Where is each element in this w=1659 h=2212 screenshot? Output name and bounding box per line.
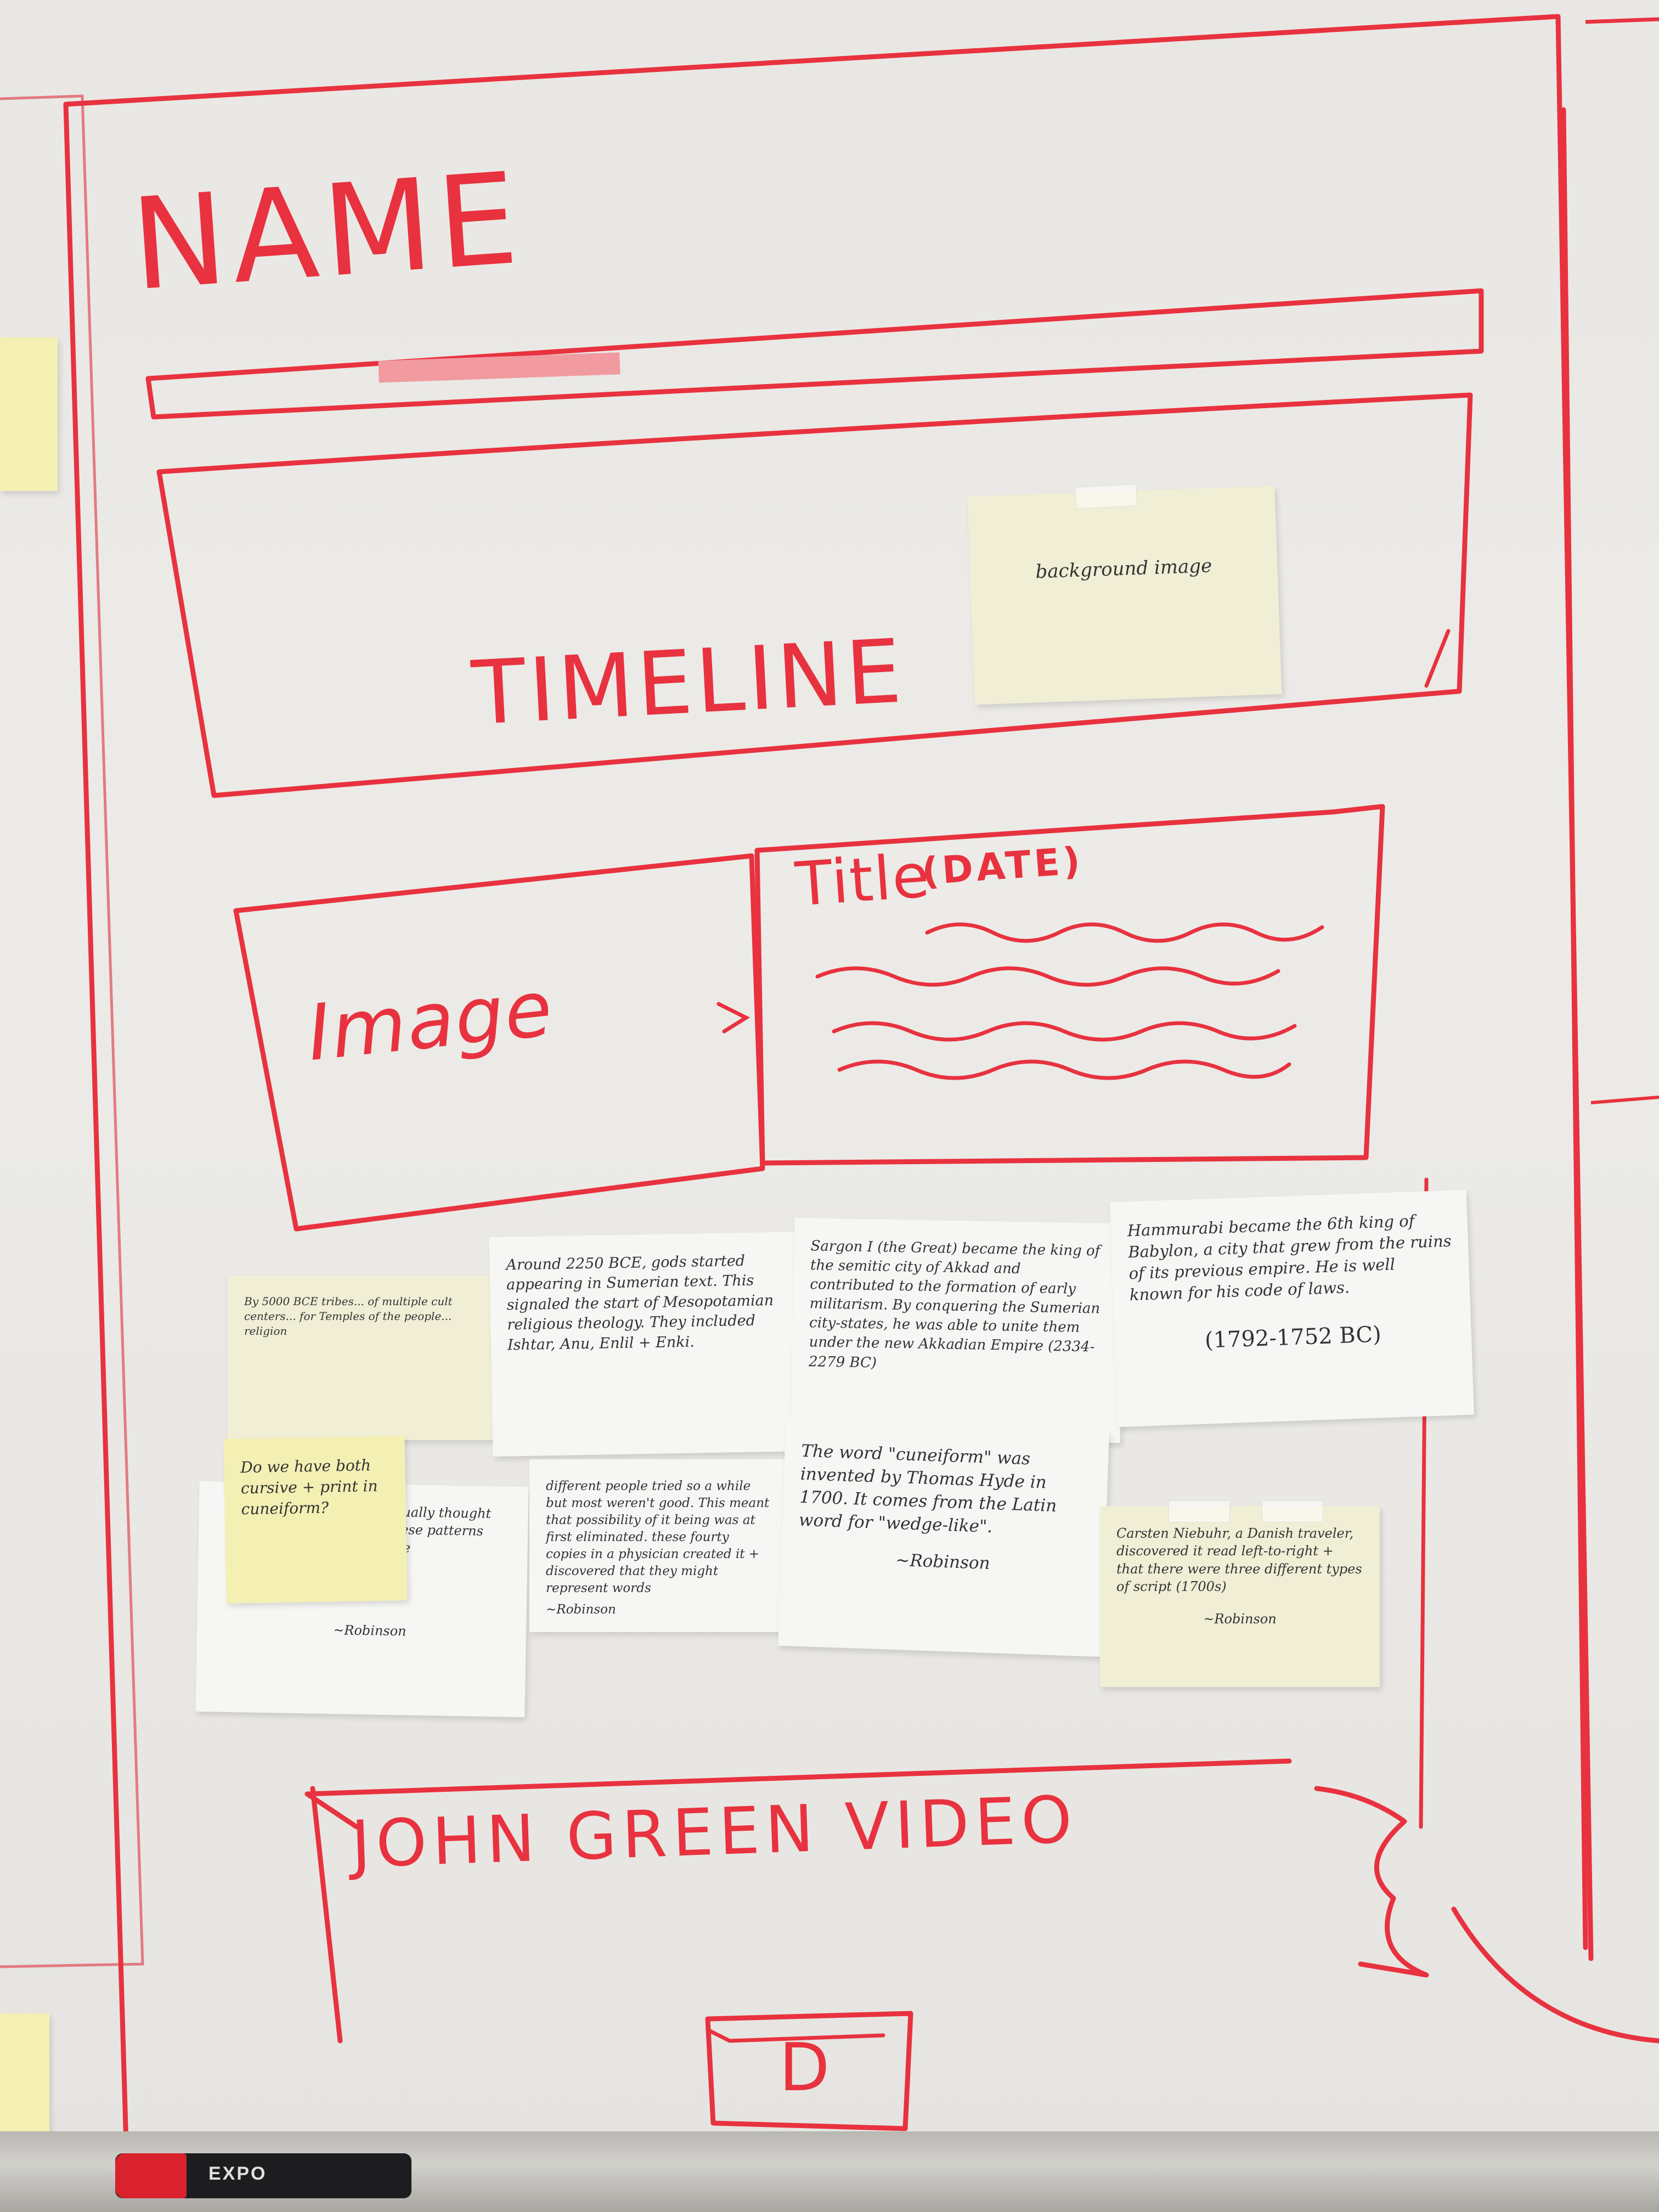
banner-note-card: background image (967, 486, 1282, 705)
entry-text-line (837, 1059, 1291, 1080)
entry-image-box (233, 853, 765, 1232)
research-note: Sargon I (the Great) became the king of … (791, 1217, 1124, 1443)
entry-text-line (815, 966, 1280, 987)
research-note: different people tried so a while but mo… (529, 1459, 787, 1632)
page-frame (63, 14, 1594, 2148)
research-note: The word "cuneiform" was invented by Tho… (778, 1420, 1109, 1657)
entry-text-box (754, 804, 1385, 1166)
tape (1169, 1500, 1230, 1522)
video-frame (304, 1758, 1292, 2044)
entry-text-line (925, 922, 1324, 943)
research-note: By 5000 BCE tribes... of multiple cult c… (228, 1276, 496, 1440)
video-play-button (705, 2011, 913, 2131)
marker-cap (115, 2153, 187, 2198)
video-play-glyph: D (779, 2030, 833, 2106)
marker-brand-label: EXPO (208, 2163, 267, 2184)
edge-sticky-note (0, 337, 58, 491)
tape (1075, 484, 1137, 509)
banner-note-text: background image (1035, 555, 1212, 583)
research-note: Do we have both cursive + print in cunei… (223, 1436, 408, 1604)
entry-text-line (832, 1021, 1297, 1042)
page-heading: NAME (127, 145, 528, 319)
research-note: Carsten Niebuhr, a Danish traveler, disc… (1100, 1506, 1380, 1687)
timeline-banner (156, 392, 1473, 798)
research-note: Hammurabi became the 6th king of Babylon… (1110, 1189, 1474, 1427)
research-note: Around 2250 BCE, gods started appearing … (489, 1231, 811, 1457)
entry-title-label: Title (793, 840, 933, 920)
tape (1262, 1500, 1323, 1522)
name-field (145, 288, 1484, 420)
edge-sticky-note (0, 2013, 49, 2140)
